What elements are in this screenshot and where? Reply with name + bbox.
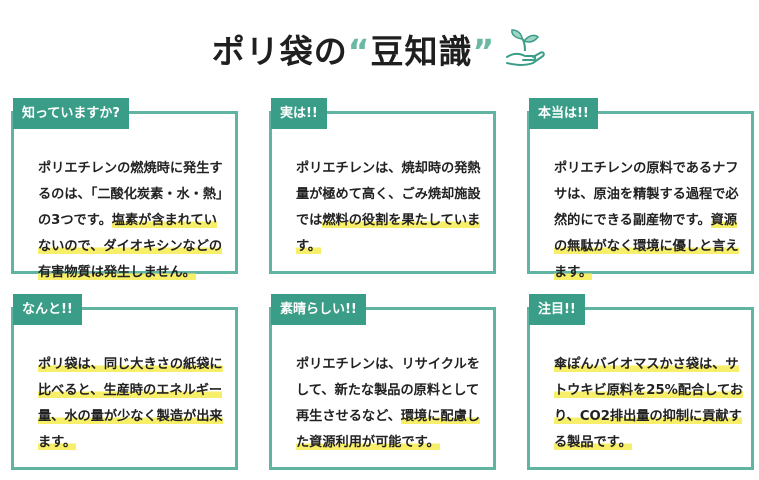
card-text-plain-3: ポリエチレンの原料であるナフサは、原油を精製する過程で必然的にできる副産物です。 — [554, 161, 739, 228]
card-text-1: ポリエチレンの燃焼時に発生するのは、「二酸化炭素・水・熱」の3つです。塩素が含ま… — [38, 156, 228, 286]
card-text-2: ポリエチレンは、焼却時の発熱量が極めて高く、ごみ焼却施設では燃料の役割を果たして… — [296, 156, 486, 260]
card-text-highlight-6: 傘ぽんバイオマスかさ袋は、サトウキビ原料を25%配合しており、CO2排出量の抑制… — [554, 357, 744, 450]
card-text-highlight-2: 燃料の役割を果たしています。 — [296, 213, 481, 254]
card-label-2: 実は!! — [271, 98, 327, 129]
card-text-3: ポリエチレンの原料であるナフサは、原油を精製する過程で必然的にできる副産物です。… — [554, 156, 744, 286]
page-title: ポリ袋の“豆知識” — [0, 18, 759, 80]
open-quote: “ — [347, 32, 371, 71]
info-card-6: 注目!! 傘ぽんバイオマスかさ袋は、サトウキビ原料を25%配合しており、CO2排… — [527, 294, 754, 470]
card-label-5: 素晴らしい!! — [271, 294, 366, 325]
card-text-highlight-4: ポリ袋は、同じ大きさの紙袋に比べると、生産時のエネルギー量、水の量が少なく製造が… — [38, 357, 223, 450]
info-card-3: 本当は!! ポリエチレンの原料であるナフサは、原油を精製する過程で必然的にできる… — [527, 98, 754, 280]
close-quote: ” — [472, 32, 496, 71]
card-label-1: 知っていますか? — [13, 98, 129, 129]
info-card-4: なんと!! ポリ袋は、同じ大きさの紙袋に比べると、生産時のエネルギー量、水の量が… — [11, 294, 238, 470]
info-card-2: 実は!! ポリエチレンは、焼却時の発熱量が極めて高く、ごみ焼却施設では燃料の役割… — [269, 98, 496, 274]
card-text-plain-5: ポリエチレンは、リサイクルをして、新たな製品の原料として再生させるなど、 — [296, 357, 480, 424]
title-text: ポリ袋の“豆知識” — [212, 25, 495, 73]
title-main: ポリ袋の — [211, 32, 348, 71]
info-card-1: 知っていますか? ポリエチレンの燃焼時に発生するのは、「二酸化炭素・水・熱」の3… — [11, 98, 238, 280]
card-text-plain-2: ポリエチレンは、焼却時の発熱量が極めて高く、ごみ焼却施設では — [296, 161, 481, 228]
info-card-5: 素晴らしい!! ポリエチレンは、リサイクルをして、新たな製品の原料として再生させ… — [269, 294, 496, 470]
card-text-5: ポリエチレンは、リサイクルをして、新たな製品の原料として再生させるなど、環境に配… — [296, 352, 486, 456]
sprout-hand-icon — [506, 29, 545, 66]
card-label-4: なんと!! — [13, 294, 82, 325]
card-text-plain-1: ポリエチレンの燃焼時に発生するのは、「二酸化炭素・水・熱」の3つです。 — [38, 161, 223, 228]
title-highlight: 豆知識 — [370, 32, 473, 71]
card-label-6: 注目!! — [529, 294, 585, 325]
card-text-4: ポリ袋は、同じ大きさの紙袋に比べると、生産時のエネルギー量、水の量が少なく製造が… — [38, 352, 228, 456]
card-label-3: 本当は!! — [529, 98, 598, 129]
card-text-6: 傘ぽんバイオマスかさ袋は、サトウキビ原料を25%配合しており、CO2排出量の抑制… — [554, 352, 744, 456]
